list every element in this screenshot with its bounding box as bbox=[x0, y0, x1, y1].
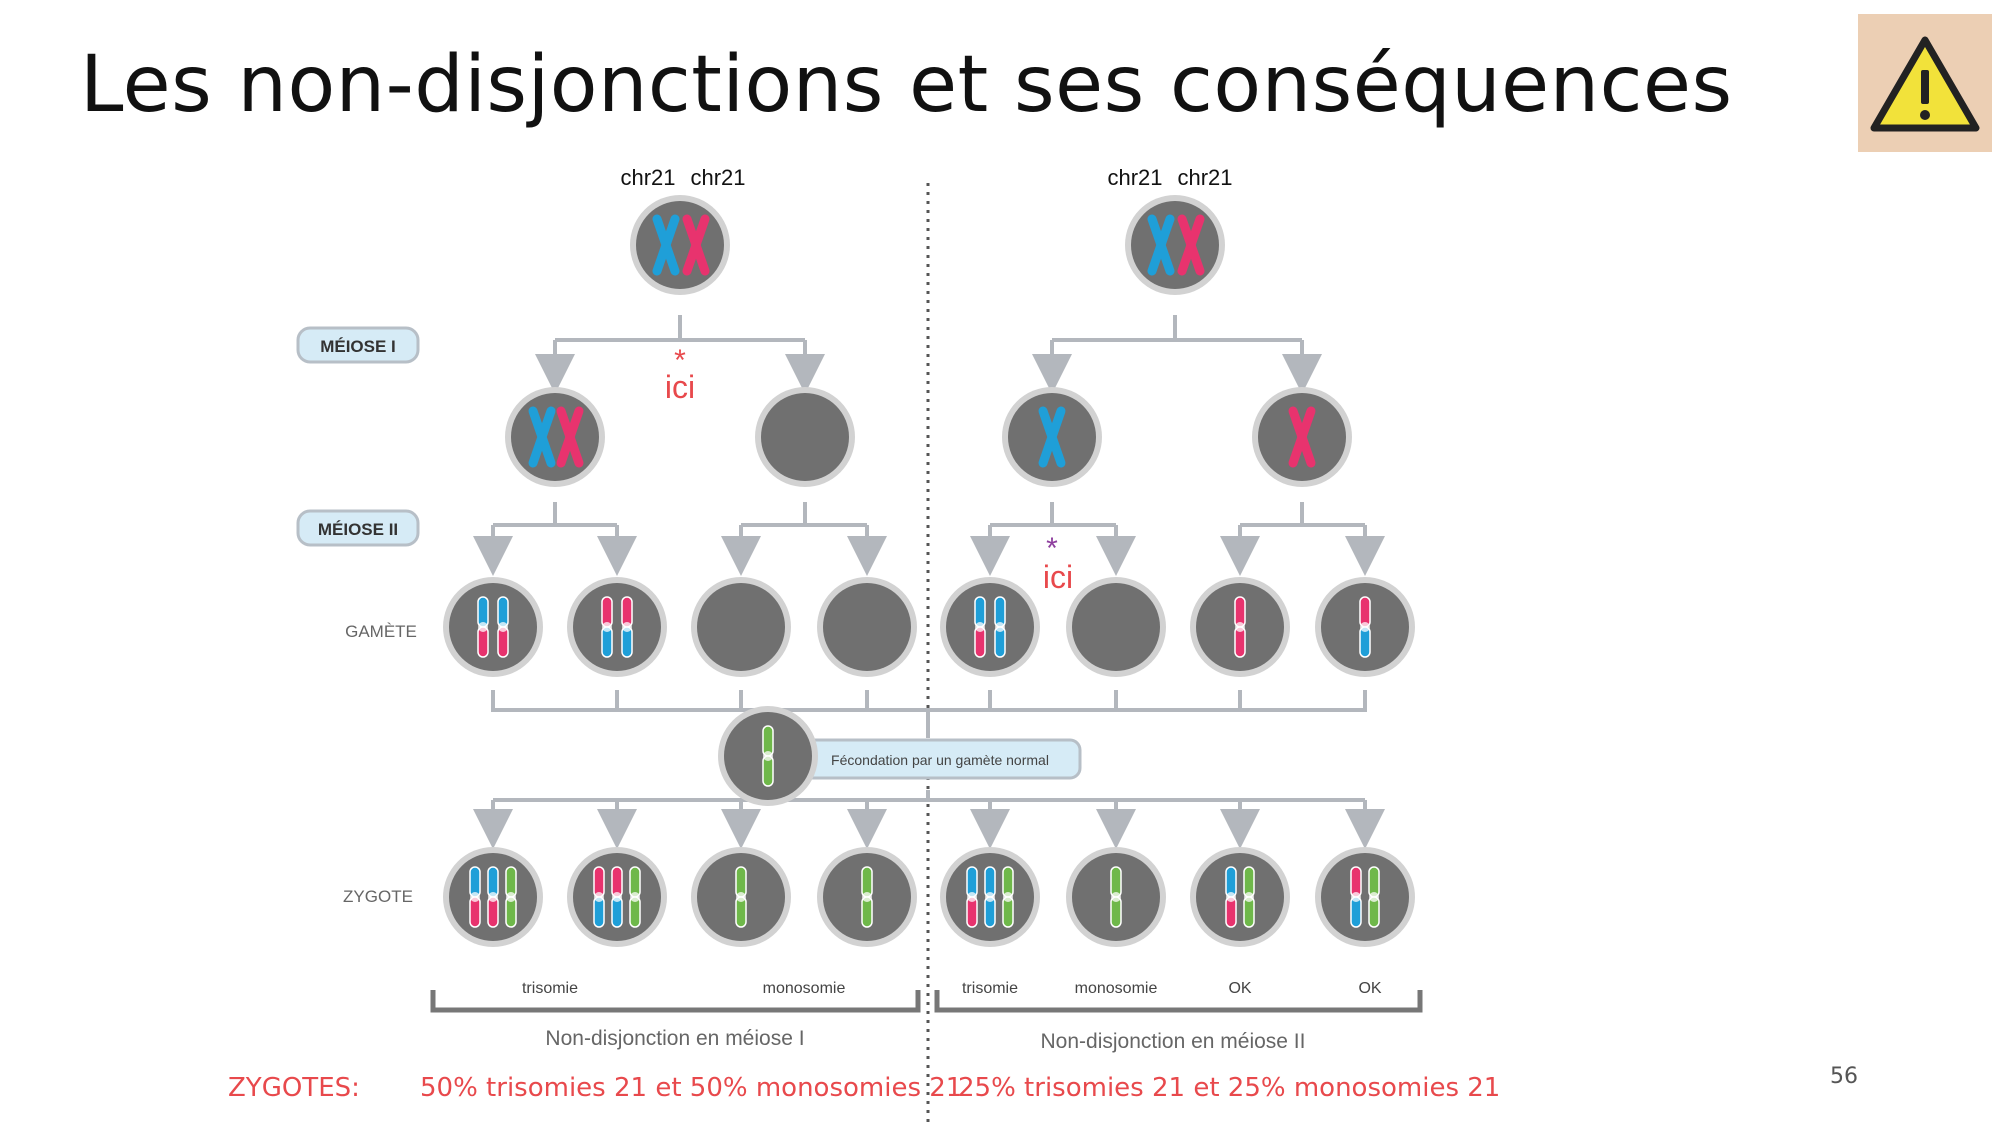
bracket-right bbox=[934, 990, 1423, 1013]
meiose1-cell bbox=[1002, 387, 1102, 487]
gamete-cell bbox=[1315, 577, 1415, 677]
chromosome-rod bbox=[611, 866, 623, 928]
chromosome-rod bbox=[601, 596, 613, 658]
ici-marker-meiose2: ici bbox=[1043, 559, 1073, 595]
chromosome-x bbox=[528, 406, 556, 468]
meiose2-badge: MÉIOSE II bbox=[296, 509, 420, 547]
gamete-label: GAMÈTE bbox=[345, 622, 417, 641]
zygotes-summary-label: ZYGOTES: bbox=[228, 1073, 360, 1103]
slide-title: Les non-disjonctions et ses conséquences bbox=[80, 40, 1733, 130]
gamete-cell bbox=[940, 577, 1040, 677]
asterisk-meiose1: * bbox=[674, 344, 686, 377]
chromosome-x bbox=[682, 214, 710, 276]
meiose2-label: MÉIOSE II bbox=[318, 520, 398, 539]
chromosome-rod bbox=[505, 866, 517, 928]
chromosome-rod bbox=[1243, 866, 1255, 928]
chromosome-rod bbox=[1359, 596, 1371, 658]
section-right-label: Non-disjonction en méiose II bbox=[1041, 1030, 1306, 1053]
gamete-cell bbox=[567, 577, 667, 677]
zygote-cell bbox=[567, 847, 667, 947]
chromosome-x bbox=[1288, 406, 1316, 468]
chromosome-rod bbox=[1110, 866, 1122, 928]
zygote-cell bbox=[940, 847, 1040, 947]
meiose1-label: MÉIOSE I bbox=[320, 337, 396, 356]
zygote-label: ZYGOTE bbox=[343, 887, 413, 906]
normal-gamete-cell bbox=[718, 706, 818, 806]
chromosome-rod bbox=[1225, 866, 1237, 928]
zygote-cell bbox=[1315, 847, 1415, 947]
outcome-label-1: trisomie bbox=[522, 980, 578, 997]
zygote-cell bbox=[1066, 847, 1166, 947]
warning-badge bbox=[1858, 14, 1992, 152]
chromosome-rod bbox=[469, 866, 481, 928]
chr-label-right-2: chr21 bbox=[1177, 165, 1232, 190]
chromosome-rod bbox=[497, 596, 509, 658]
chromosome-rod bbox=[994, 596, 1006, 658]
outcome-label-4: monosomie bbox=[1075, 980, 1158, 997]
meiose1-cell bbox=[1252, 387, 1352, 487]
chromosome-rod bbox=[974, 596, 986, 658]
chromosome-rod bbox=[621, 596, 633, 658]
bracket-left bbox=[430, 990, 921, 1013]
outcome-label-6: OK bbox=[1358, 980, 1381, 997]
gamete-cell-empty bbox=[691, 577, 791, 677]
chromosome-rod bbox=[593, 866, 605, 928]
parent-cell-left bbox=[630, 195, 730, 295]
chr-label-left-2: chr21 bbox=[690, 165, 745, 190]
chromosome-rod bbox=[1368, 866, 1380, 928]
outcome-label-5: OK bbox=[1228, 980, 1251, 997]
chromosome-rod bbox=[1002, 866, 1014, 928]
chromosome-x bbox=[1147, 214, 1175, 276]
chromosome-rod bbox=[735, 866, 747, 928]
section-left-label: Non-disjonction en méiose I bbox=[545, 1027, 804, 1050]
page-number: 56 bbox=[1830, 1064, 1858, 1089]
chromosome-rod bbox=[629, 866, 641, 928]
gamete-cell bbox=[443, 577, 543, 677]
chromosome-rod bbox=[984, 866, 996, 928]
zygote-cell bbox=[817, 847, 917, 947]
chr-label-left-1: chr21 bbox=[620, 165, 675, 190]
chromosome-rod bbox=[1234, 596, 1246, 658]
zygote-cell bbox=[443, 847, 543, 947]
parent-cell-right bbox=[1125, 195, 1225, 295]
meiose1-cell bbox=[505, 387, 605, 487]
tree-connectors bbox=[473, 315, 1385, 849]
gamete-cell-empty bbox=[817, 577, 917, 677]
zygotes-summary-left: 50% trisomies 21 et 50% monosomies 21 bbox=[420, 1073, 963, 1103]
asterisk-meiose2: * bbox=[1046, 532, 1058, 565]
outcome-label-3: trisomie bbox=[962, 980, 1018, 997]
fecondation-label: Fécondation par un gamète normal bbox=[831, 752, 1049, 768]
outcome-label-2: monosomie bbox=[763, 980, 846, 997]
chromosome-x bbox=[1038, 406, 1066, 468]
chromosome-rod bbox=[1350, 866, 1362, 928]
meiose1-badge: MÉIOSE I bbox=[296, 326, 420, 364]
chromosome-rod bbox=[861, 866, 873, 928]
zygote-cell bbox=[1190, 847, 1290, 947]
fecondation-badge: Fécondation par un gamète normal bbox=[773, 738, 1082, 780]
chromosome-rod bbox=[966, 866, 978, 928]
gamete-cell-empty bbox=[1066, 577, 1166, 677]
chromosome-x bbox=[1177, 214, 1205, 276]
chromosome-rod bbox=[487, 866, 499, 928]
zygotes-summary-right: 25% trisomies 21 et 25% monosomies 21 bbox=[958, 1073, 1501, 1103]
chromosome-x bbox=[652, 214, 680, 276]
meiose1-cell-empty bbox=[755, 387, 855, 487]
ici-marker-meiose1: ici bbox=[665, 369, 695, 405]
warning-triangle-icon bbox=[1870, 36, 1980, 132]
zygote-cell bbox=[691, 847, 791, 947]
gamete-cell bbox=[1190, 577, 1290, 677]
chromosome-rod bbox=[762, 725, 774, 787]
chromosome-x bbox=[556, 406, 584, 468]
chromosome-rod bbox=[477, 596, 489, 658]
chr-label-right-1: chr21 bbox=[1107, 165, 1162, 190]
